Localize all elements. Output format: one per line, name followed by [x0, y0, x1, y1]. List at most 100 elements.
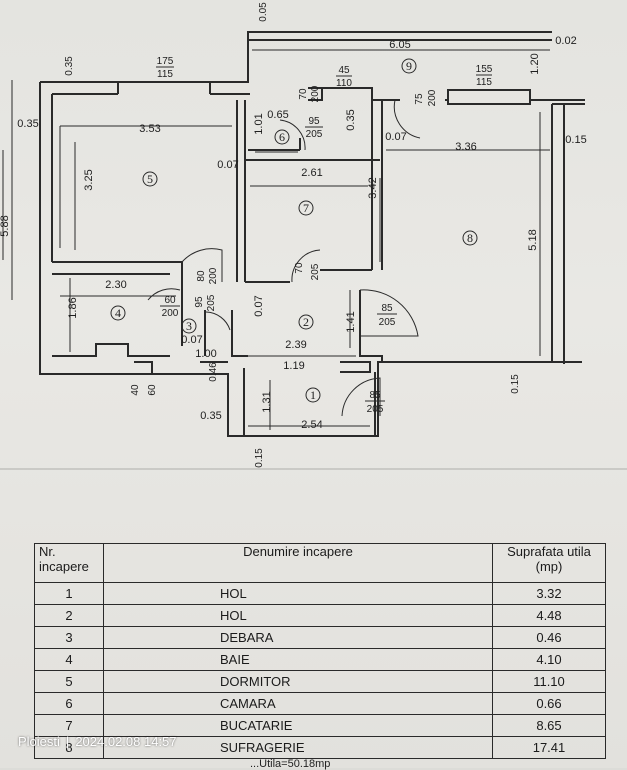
dim-label: 1.31: [261, 391, 273, 412]
room-4-marker: [110, 305, 126, 321]
dim-label: 3.36: [455, 141, 476, 153]
cell-area: 0.46: [492, 626, 606, 649]
room-2-marker: [298, 314, 314, 330]
room-7-marker: [298, 200, 314, 216]
dim-label: 205: [306, 129, 323, 140]
dim-label: 0.07: [181, 334, 202, 346]
dim-label: 60: [147, 384, 158, 396]
dim-label: 0.35: [64, 56, 75, 76]
cell-nr: 4: [34, 648, 104, 671]
room-1-label: 1: [310, 388, 316, 402]
dim-label: 3.53: [139, 123, 160, 135]
dim-label: 1.19: [283, 360, 304, 372]
room-6-marker: [274, 129, 290, 145]
dim-label: 1.41: [345, 311, 357, 332]
dim-label: 5.88: [0, 215, 11, 236]
room-5-marker: [142, 171, 158, 187]
room-5-label: 5: [147, 172, 153, 186]
plan-walls: [39, 31, 585, 437]
room-9-label: 9: [406, 59, 412, 73]
dim-label: 200: [427, 89, 438, 106]
dim-label: 85: [381, 303, 393, 314]
header-area: Suprafata utila (mp): [492, 543, 606, 583]
dim-label: 0.15: [510, 374, 521, 394]
cell-name: HOL: [103, 582, 493, 605]
dim-label: 110: [336, 78, 352, 89]
dim-label: 205: [367, 404, 384, 415]
table-row: 2 HOL 4.48: [34, 604, 606, 627]
photo-timestamp: Ploiesti | 2024.02.08 14:57: [18, 734, 177, 749]
dim-label: 2.30: [105, 279, 126, 291]
room-8-label: 8: [467, 231, 473, 245]
table-row: 4 BAIE 4.10: [34, 648, 606, 671]
table-row: 3 DEBARA 0.46: [34, 626, 606, 649]
dim-label: 0.35: [17, 118, 38, 130]
dim-label: 0.07: [385, 131, 406, 143]
cell-nr: 6: [34, 692, 104, 715]
dim-label: 3.25: [83, 169, 95, 190]
dim-label: 6.05: [389, 39, 410, 51]
total-area-footer: ...Utila=50.18mp: [250, 758, 331, 770]
dim-label: 155: [476, 64, 493, 75]
table-header-row: Nr. incapere Denumire incapere Suprafata…: [34, 543, 606, 583]
dim-label: 3.42: [367, 177, 379, 198]
dim-label: 0.07: [253, 295, 265, 316]
cell-nr: 3: [34, 626, 104, 649]
dim-label: 0.15: [254, 448, 265, 468]
dim-label: 2.54: [301, 419, 322, 431]
dim-label: 40: [130, 384, 141, 396]
room-labels: 1 2 3 4 5 6 7 8 9: [110, 58, 478, 403]
dim-label: 95: [308, 116, 320, 127]
dim-label: 0.15: [565, 134, 586, 146]
cell-name: DORMITOR: [103, 670, 493, 693]
room-2-label: 2: [303, 315, 309, 329]
table-row: 8 SUFRAGERIE 17.41: [34, 736, 606, 759]
dimension-lines: [2, 49, 550, 430]
dimension-labels: 6.05 0.02 0.05 1.20 0.35 175 115 45 110 …: [0, 2, 587, 468]
stamp-separator: |: [65, 734, 70, 749]
table-row: 6 CAMARA 0.66: [34, 692, 606, 715]
dim-label: 95: [194, 296, 205, 308]
dim-label: 0.02: [555, 35, 576, 47]
dim-label: 0.65: [267, 109, 288, 121]
room-8-marker: [462, 230, 478, 246]
cell-area: 4.48: [492, 604, 606, 627]
cell-area: 11.10: [492, 670, 606, 693]
dim-label: 0.35: [200, 410, 221, 422]
dim-label: 1.01: [253, 113, 265, 134]
room-9-marker: [401, 58, 417, 74]
cell-area: 0.66: [492, 692, 606, 715]
room-6-label: 6: [279, 130, 285, 144]
dim-label: 0.46: [208, 362, 219, 382]
dim-label: 85: [369, 390, 381, 401]
room-3-marker: [181, 318, 197, 334]
stamp-location: Ploiesti: [18, 734, 60, 749]
dim-label: 0.05: [258, 2, 269, 22]
cell-nr: 2: [34, 604, 104, 627]
cell-area: 17.41: [492, 736, 606, 759]
dim-label: 0.07: [217, 159, 238, 171]
table-row: 5 DORMITOR 11.10: [34, 670, 606, 693]
cell-area: 3.32: [492, 582, 606, 605]
dim-label: 2.61: [301, 167, 322, 179]
paper-fold: [0, 468, 627, 470]
dim-label: 5.18: [527, 229, 539, 250]
dim-label: 1.20: [529, 53, 541, 74]
dim-label: 115: [157, 69, 173, 80]
cell-area: 4.10: [492, 648, 606, 671]
dim-label: 45: [338, 65, 350, 76]
table-row: 1 HOL 3.32: [34, 582, 606, 605]
dim-label: 1.86: [67, 297, 79, 318]
stamp-datetime: 2024.02.08 14:57: [75, 734, 177, 749]
dim-label: 1.00: [195, 348, 216, 360]
dim-label: 200: [208, 267, 219, 284]
header-nr: Nr. incapere: [34, 543, 104, 583]
floor-plan: 1 2 3 4 5 6 7 8 9 6.05 0.02 0.05 1.20 0.…: [0, 2, 587, 468]
dim-label: 175: [157, 56, 174, 67]
dim-label: 205: [379, 317, 396, 328]
dim-label: 200: [310, 85, 321, 102]
dim-label: 205: [310, 263, 321, 280]
dim-label: 115: [476, 77, 492, 88]
cell-nr: 1: [34, 582, 104, 605]
cell-name: BAIE: [103, 648, 493, 671]
